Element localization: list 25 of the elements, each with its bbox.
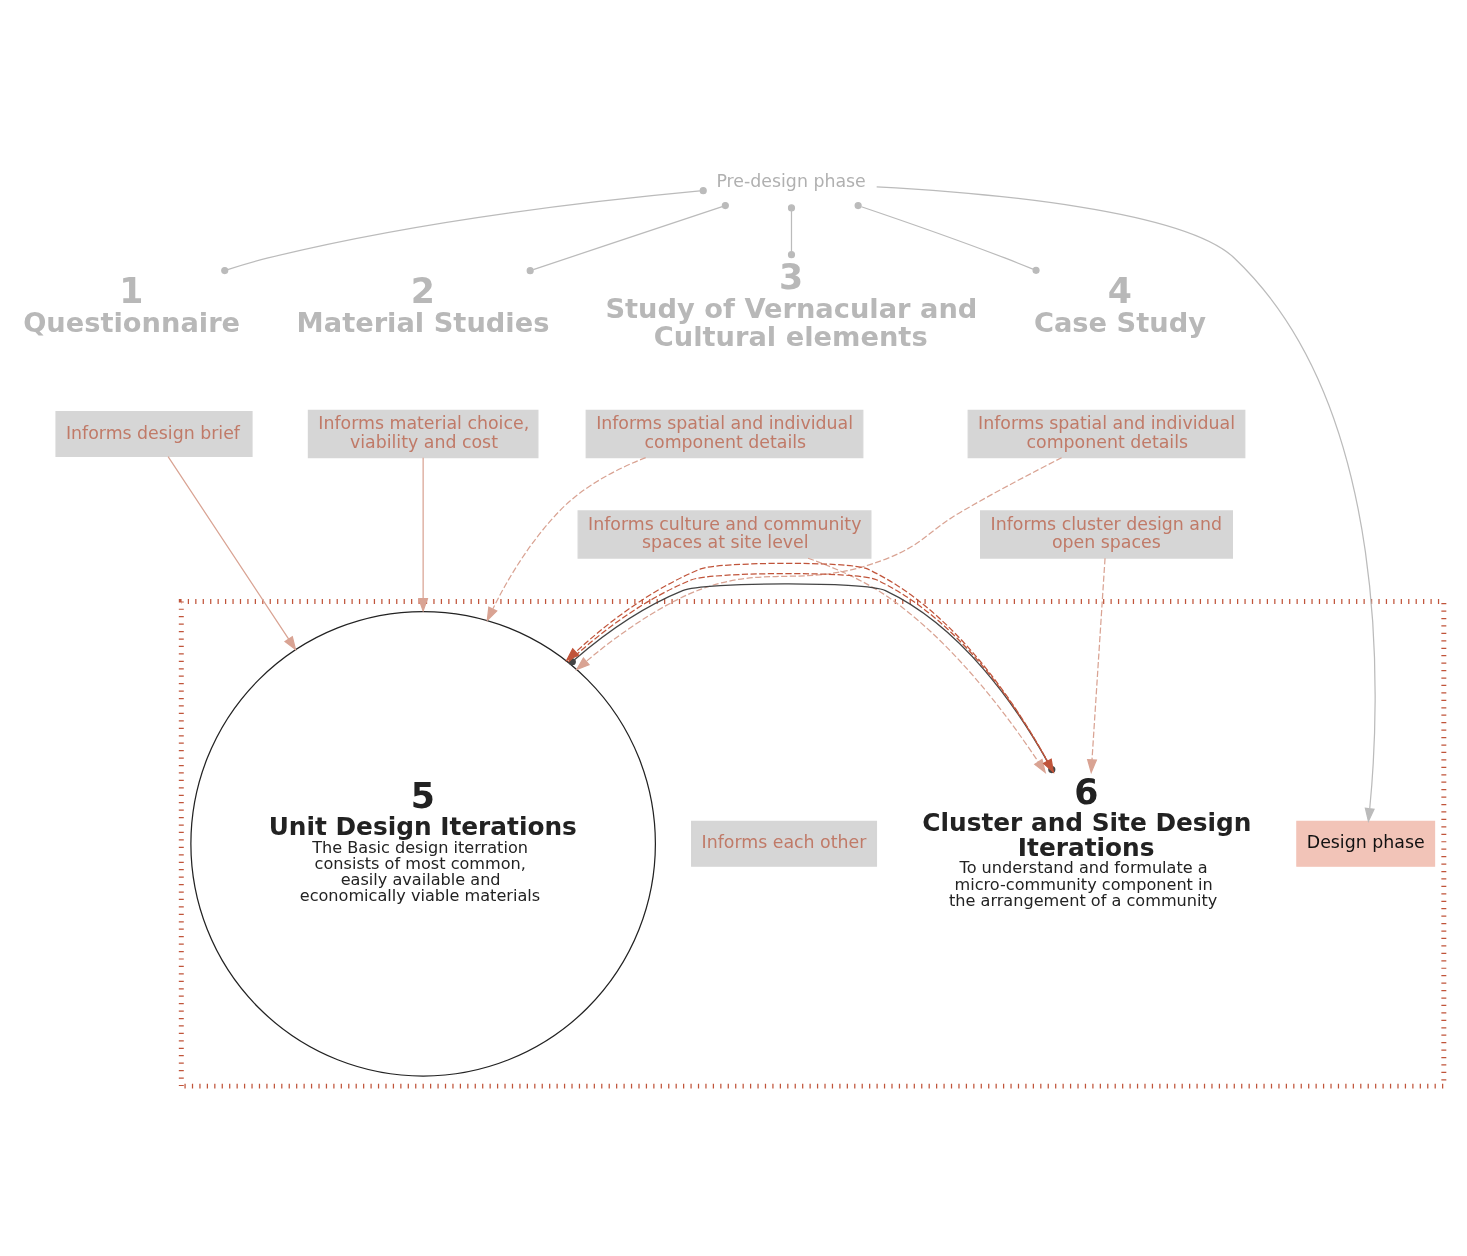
arrow (486, 457, 647, 622)
arrow (1086, 557, 1106, 775)
node-box: Informs cluster design and open spaces (980, 510, 1233, 559)
node-circle: 5 Unit Design Iterations The Basic design iterration consists of most common, easily available and economically viable materials (190, 610, 656, 1077)
connector (526, 202, 729, 275)
node-box: Informs spatial and individual component details (585, 409, 864, 459)
node-text: 1 Questionnaire (23, 271, 241, 338)
connector (221, 187, 707, 275)
node-text: 2 Material Studies (296, 271, 550, 338)
arrow (417, 457, 429, 613)
node-box: Informs design brief (55, 411, 253, 457)
arrow (807, 557, 1047, 774)
connector (854, 202, 1040, 274)
node-box: Informs spatial and individual component details (967, 409, 1246, 459)
node-box: Informs culture and community spaces at site level (577, 510, 872, 559)
node-text: 3 Study of Vernacular and Cultural elements (605, 257, 978, 352)
node-box: Informs material choice, viability and cost (307, 409, 539, 459)
arrow (167, 456, 297, 651)
node-text: Pre-design phase (716, 170, 866, 191)
node-text: 6 Cluster and Site Design Iterations To understand and formulate a micro-community component in the arrangement of a community (922, 771, 1252, 910)
arrow (876, 186, 1376, 823)
node-box: Informs each other (691, 820, 878, 867)
connector (787, 204, 796, 259)
node-text: 4 Case Study (1033, 271, 1206, 338)
node-box: Design phase (1296, 820, 1436, 867)
